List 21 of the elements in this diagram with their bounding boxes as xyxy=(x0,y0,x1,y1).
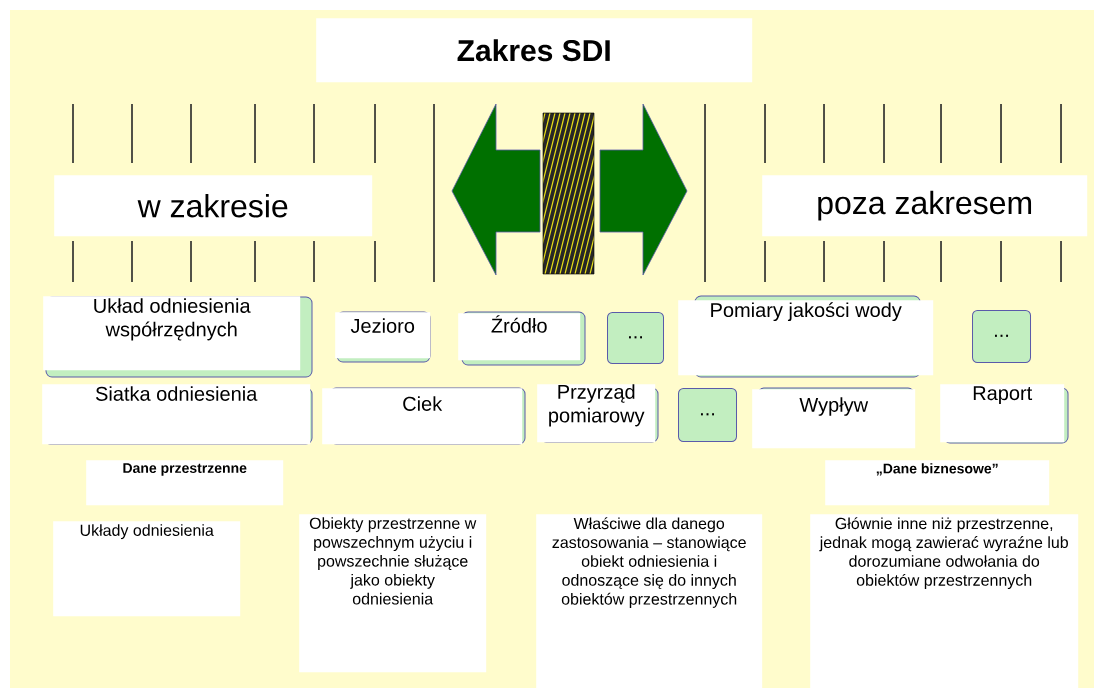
heading-box: Dane przestrzenne xyxy=(86,460,284,506)
title-box: Zakres SDI xyxy=(316,18,753,83)
description-box: Obiekty przestrzenne w powszechnym użyciu i powszechnie służące jako obiekty odniesienia xyxy=(299,514,487,673)
item-box: Jezioro xyxy=(335,311,431,363)
item-box: Ciek xyxy=(322,387,526,445)
description-box: Właściwe dla danego zastosowania – stanowiące obiekt odniesienia i odnoszące się do innych obiektów przestrzennych xyxy=(536,514,763,688)
item-box: Wypływ xyxy=(752,387,916,449)
label-box: w zakresie xyxy=(54,175,373,237)
item-box: Pomiary jakości wody xyxy=(678,295,934,378)
description-box: Układy odniesienia xyxy=(53,521,241,617)
description-box: Głównie inne niż przestrzenne, jednak mogą zawierać wyraźne lub dorozumiane odwołania do obiektów przestrzennych xyxy=(810,514,1079,688)
item-box: Źródło xyxy=(458,311,586,366)
item-box: Układ odniesienia współrzędnych xyxy=(43,296,313,378)
item-box: ... xyxy=(972,310,1031,363)
item-box: Przyrząd pomiarowy xyxy=(537,384,659,443)
heading-box: „Dane biznesowe” xyxy=(825,460,1050,506)
label-box: poza zakresem xyxy=(762,175,1088,237)
item-box: Raport xyxy=(940,384,1069,444)
item-box: ... xyxy=(678,388,737,442)
item-box: ... xyxy=(607,312,664,364)
item-box: Siatka odniesienia xyxy=(42,384,313,445)
